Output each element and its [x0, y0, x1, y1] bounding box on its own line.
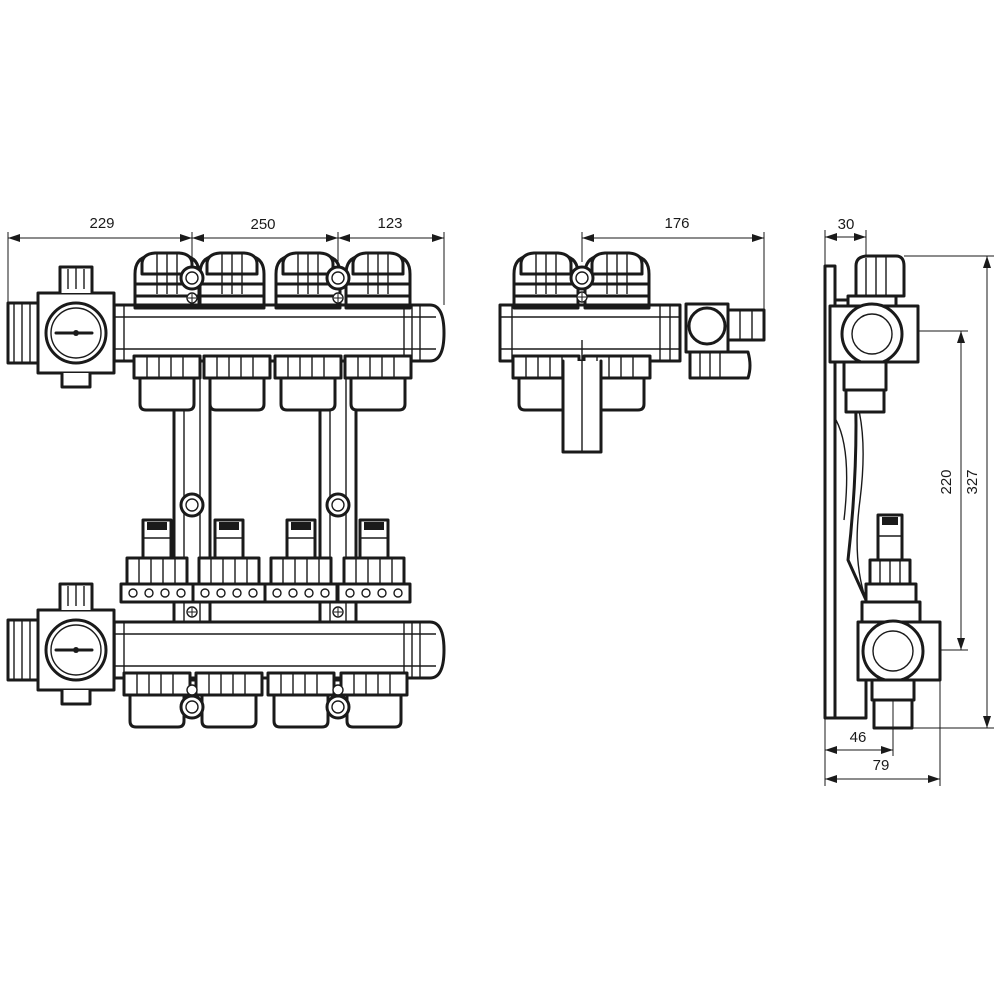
- dim-30: 30: [825, 216, 866, 241]
- dim-220: 220: [938, 331, 965, 650]
- dim-176: 176: [582, 215, 764, 242]
- bottom-manifold: [6, 518, 446, 729]
- dim-label-46: 46: [850, 729, 867, 746]
- dim-46: 46: [825, 729, 893, 754]
- dim-123: 123: [338, 215, 444, 242]
- dim-label-123: 123: [377, 215, 402, 232]
- dim-327: 327: [964, 256, 991, 728]
- dim-250: 250: [192, 216, 338, 242]
- dimensions: 229 250 123 176 30: [7, 215, 994, 786]
- dim-label-229: 229: [89, 215, 114, 232]
- dim-79: 79: [825, 757, 940, 783]
- front-view: [6, 251, 446, 729]
- dim-label-220: 220: [938, 469, 955, 494]
- dim-label-250: 250: [250, 216, 275, 233]
- dim-229: 229: [8, 215, 192, 242]
- top-manifold: [6, 251, 446, 412]
- side-view: [823, 254, 942, 730]
- dim-label-327: 327: [964, 469, 981, 494]
- dim-label-79: 79: [873, 757, 890, 774]
- dim-label-30: 30: [838, 216, 855, 233]
- dim-label-176: 176: [664, 215, 689, 232]
- extension-view: [498, 251, 766, 454]
